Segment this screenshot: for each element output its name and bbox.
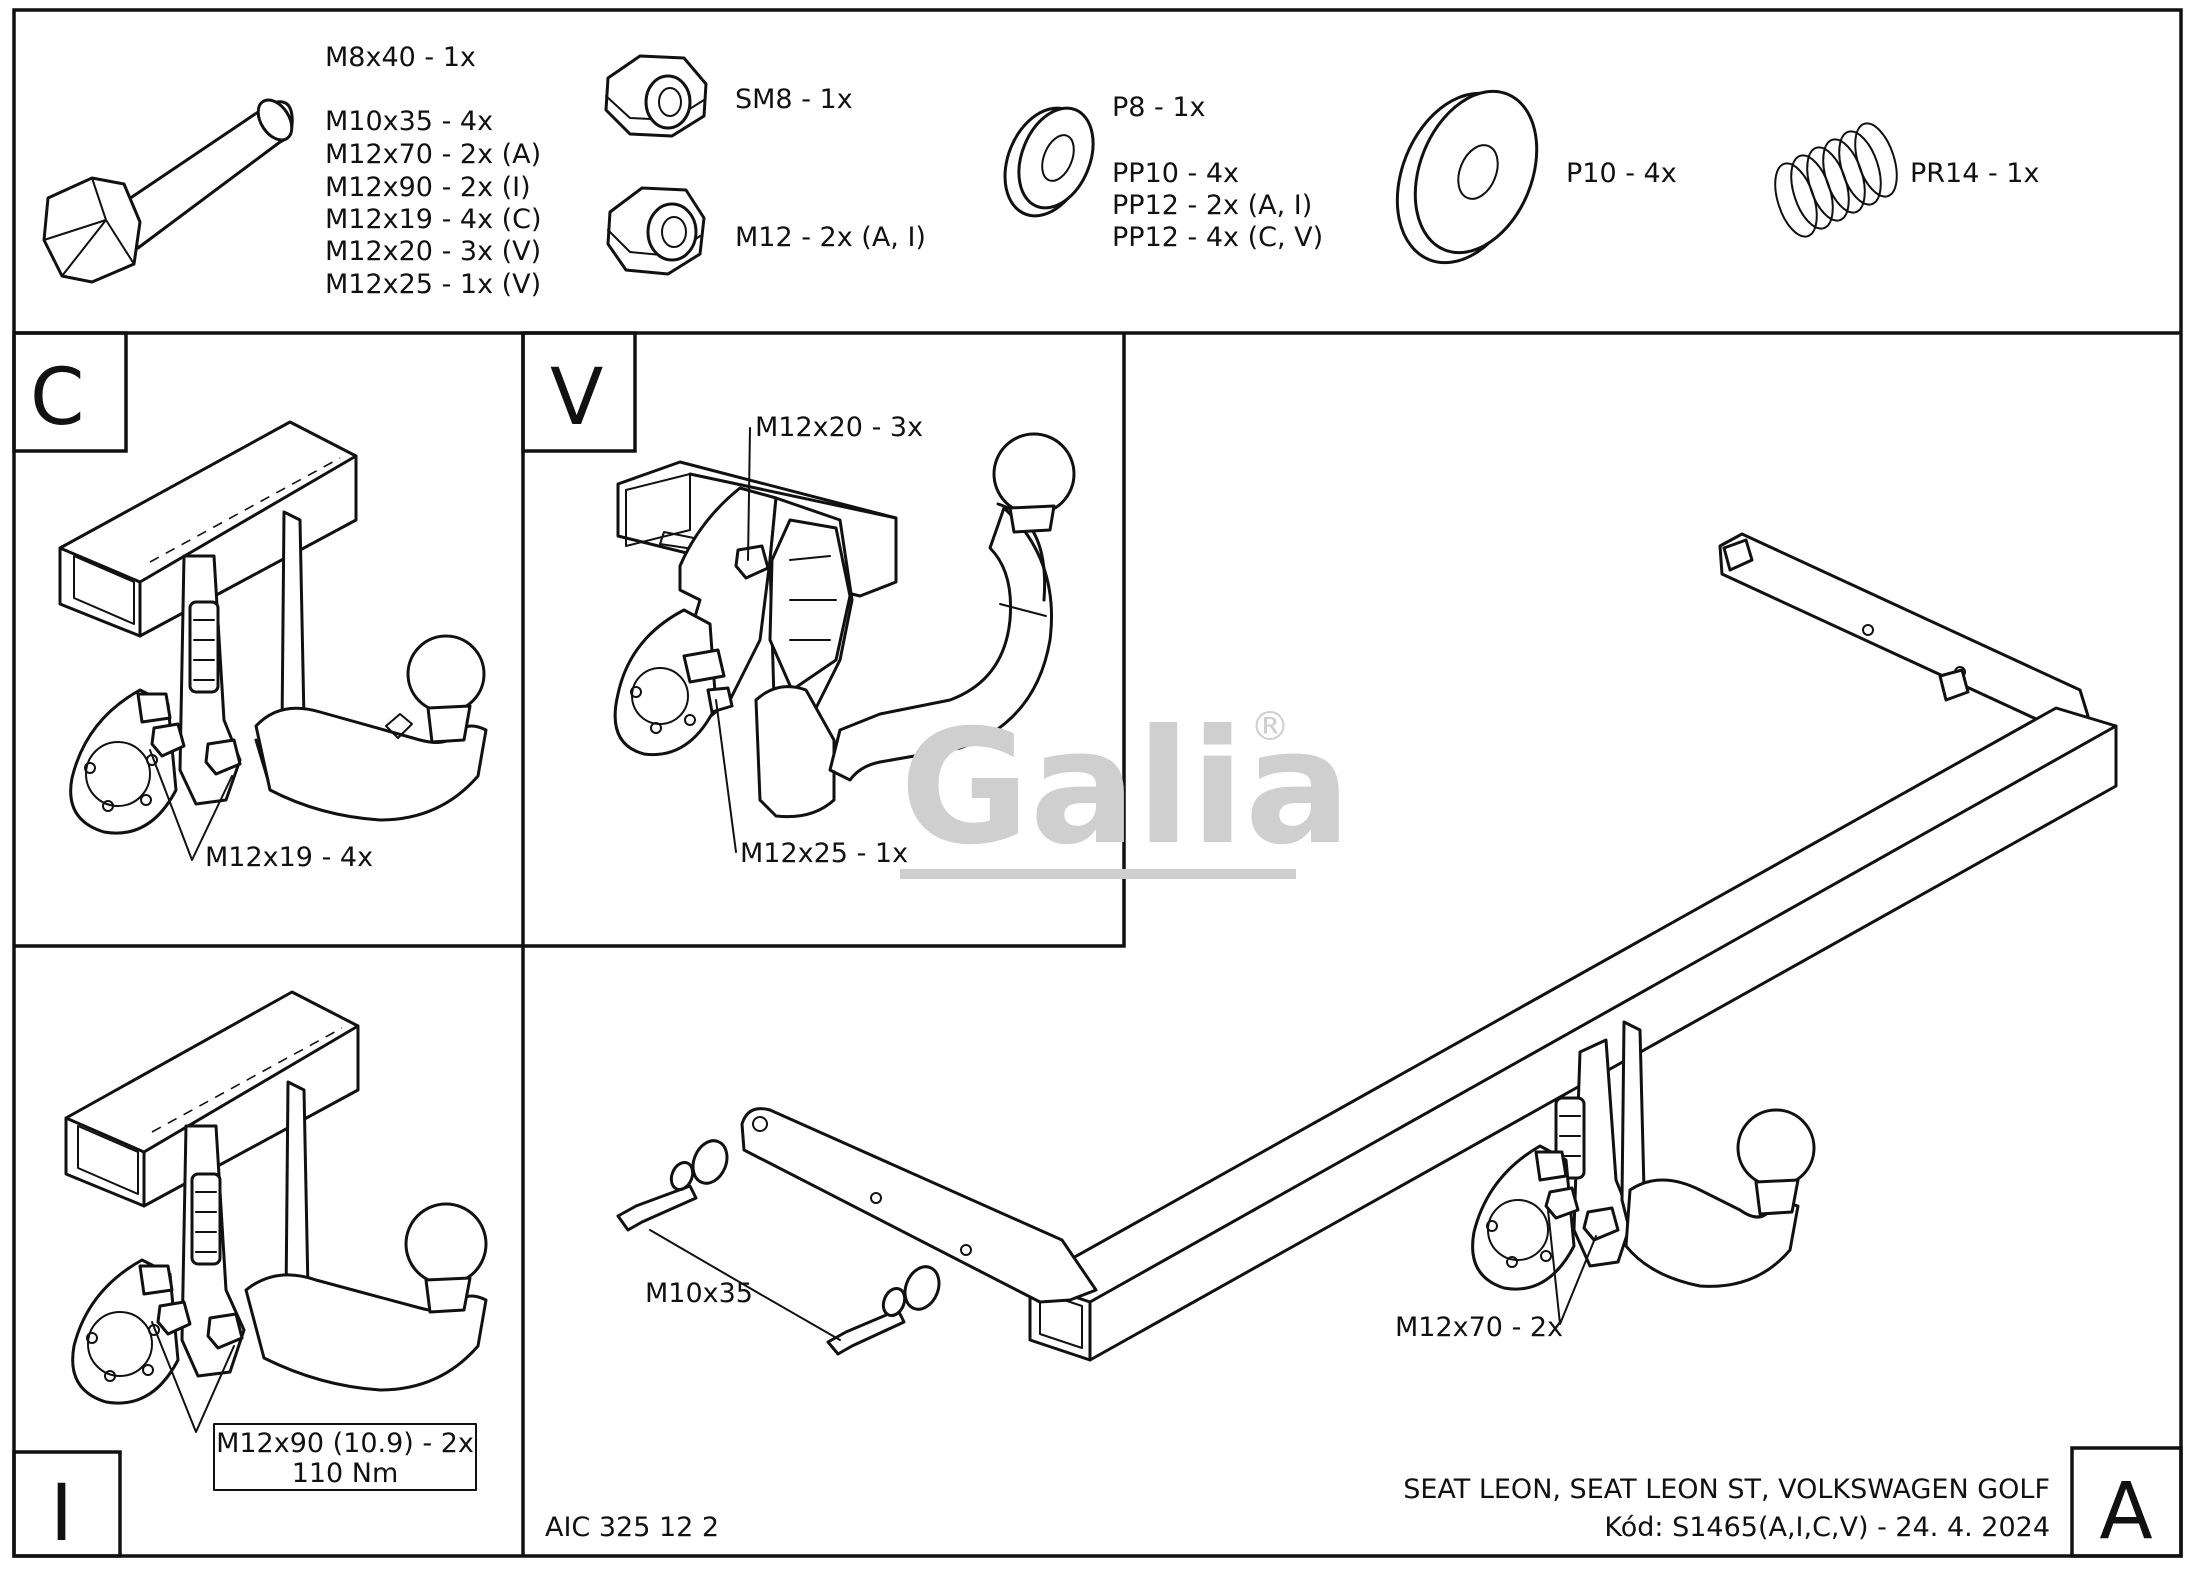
lock-nut-sm8-icon: [604, 54, 708, 138]
bolt-m8x40-icon: [42, 98, 294, 284]
panel-i-callout-line2: 110 Nm: [292, 1458, 399, 1489]
galia-logo-text: Galia: [900, 696, 1351, 880]
panel-v: V M12x20 - 3x M12x25 - 1x: [550, 353, 1076, 869]
panel-i: I M12x90 (10.9) - 2x 110 Nm: [50, 990, 488, 1559]
article-code: AIC 325 12 2: [545, 1512, 719, 1543]
galia-logo: Galia ®: [900, 696, 1351, 880]
galia-logo-mark: ®: [1250, 704, 1290, 750]
label-p10: P10 - 4x: [1566, 158, 1677, 189]
panel-c-callout: M12x19 - 4x: [205, 842, 373, 873]
bolt-label-m12x19: M12x19 - 4x (C): [325, 204, 542, 235]
washer-labels: P8 - 1x PP10 - 4x PP12 - 2x (A, I) PP12 …: [1112, 92, 1323, 253]
bolt-label-m10x35: M10x35 - 4x: [325, 106, 493, 137]
label-sm8: SM8 - 1x: [735, 84, 853, 115]
spring-pr14-icon: [1774, 122, 1898, 238]
label-pp12-ai: PP12 - 2x (A, I): [1112, 190, 1312, 221]
bolt-label-m12x20: M12x20 - 3x (V): [325, 236, 541, 267]
label-pp12-cv: PP12 - 4x (C, V): [1112, 222, 1323, 253]
panel-a-callout-right: M12x70 - 2x: [1395, 1312, 1563, 1343]
panel-c-letter: C: [30, 353, 84, 443]
panel-a: M10x35 M12x70 - 2x A: [616, 532, 2153, 1557]
label-m12: M12 - 2x (A, I): [735, 222, 926, 253]
code-line: Kód: S1465(A,I,C,V) - 24. 4. 2024: [1604, 1512, 2050, 1543]
bolt-labels: M8x40 - 1x M10x35 - 4x M12x70 - 2x (A) M…: [325, 42, 542, 300]
panel-v-callout-bottom: M12x25 - 1x: [740, 838, 908, 869]
panel-a-callout-left: M10x35: [645, 1278, 753, 1309]
bolt-label-m12x70: M12x70 - 2x (A): [325, 139, 541, 170]
panel-v-letter: V: [550, 353, 603, 443]
panel-c: C M12x19 - 4x: [30, 353, 488, 873]
washer-large-icon: [1395, 89, 1539, 265]
panel-v-callout-top: M12x20 - 3x: [755, 412, 923, 443]
bolt-label-m8x40: M8x40 - 1x: [325, 42, 476, 73]
panel-i-letter: I: [50, 1469, 73, 1559]
vehicle-list: SEAT LEON, SEAT LEON ST, VOLKSWAGEN GOLF: [1403, 1474, 2050, 1505]
drawing-frame: [12, 8, 2183, 1558]
panel-a-letter: A: [2099, 1467, 2152, 1557]
panel-i-callout-line1: M12x90 (10.9) - 2x: [216, 1428, 474, 1459]
label-pp10: PP10 - 4x: [1112, 158, 1239, 189]
bolt-label-m12x25: M12x25 - 1x (V): [325, 269, 541, 300]
nut-m12-icon: [606, 186, 706, 276]
bolt-label-m12x90: M12x90 - 2x (I): [325, 172, 531, 203]
label-p8: P8 - 1x: [1112, 92, 1206, 123]
washer-small-icon: [1003, 106, 1095, 218]
label-pr14: PR14 - 1x: [1910, 158, 2039, 189]
